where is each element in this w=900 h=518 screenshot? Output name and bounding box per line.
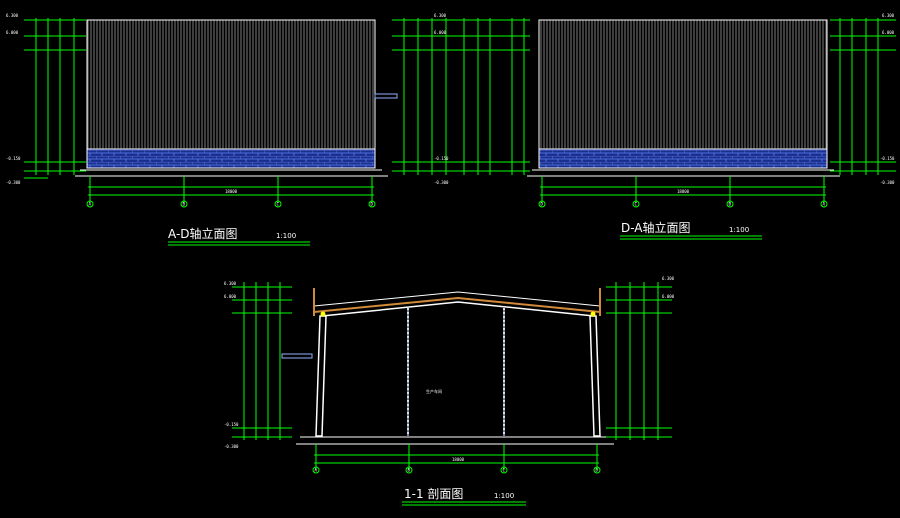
dimension-text: 18000 [677,189,690,194]
axis-bubble: B [726,200,734,208]
elevation-ad-scale: 1:100 [276,232,296,240]
level-label: 6.000 [434,30,447,35]
elevation-ad-left-dimensions [24,18,86,179]
section-bottom-dimensions [314,444,599,470]
column-marker [590,311,596,317]
wall-cladding [86,19,376,150]
axis-bubble: D [538,200,546,208]
level-label: 6.300 [882,13,895,18]
axis-bubble: C [632,200,640,208]
level-label: 6.300 [224,281,237,286]
section-scale: 1:100 [494,492,514,500]
axis-bubble: D [368,200,376,208]
svg-text:D: D [541,202,544,207]
svg-text:B: B [408,468,411,473]
axis-bubble: C [500,466,508,474]
svg-text:C: C [635,202,638,207]
section-1-1: 6.300 6.000 -0.150 -0.300 生产车间 [224,276,675,506]
elevation-da-right-dimensions [830,18,896,175]
canopy [374,93,398,99]
svg-text:D: D [371,202,374,207]
axis-bubble: D [593,466,601,474]
level-label: 6.000 [882,30,895,35]
middle-dimensions [392,18,530,175]
elevation-da-scale: 1:100 [729,226,749,234]
column-right [589,315,601,437]
dimension-text: 18000 [452,457,465,462]
roof-truss-top [313,291,601,307]
brick-base [538,148,828,169]
dimension-text: 18000 [225,189,238,194]
axis-bubble: A [86,200,94,208]
elevation-da-bottom-dimensions [540,176,826,203]
elevation-da-title: D-A轴立面图 [621,220,691,235]
level-label: -0.150 [880,156,895,161]
svg-text:A: A [823,202,826,207]
column-left [315,315,327,437]
axis-bubble: A [820,200,828,208]
elevation-ad-bottom-dimensions [88,176,374,203]
axis-bubble: A [312,466,320,474]
roof-line [313,296,601,313]
level-label: 6.300 [434,13,447,18]
rafter [321,301,595,317]
section-right-dimensions [606,282,672,440]
axis-bubble: C [274,200,282,208]
level-label: -0.150 [224,422,239,427]
section-title: 1-1 剖面图 [404,487,463,501]
elevation-ad: 6.300 6.000 -0.150 -0.300 18000 A B C D … [6,13,398,246]
level-label: -0.150 [6,156,21,161]
svg-text:C: C [277,202,280,207]
level-label: -0.300 [880,180,895,185]
level-label: -0.300 [6,180,21,185]
room-label: 生产车间 [426,388,442,394]
level-label: -0.300 [224,444,239,449]
wall-cladding [538,19,828,150]
svg-text:A: A [315,468,318,473]
svg-text:C: C [503,468,506,473]
level-label: 6.300 [662,276,675,281]
brick-base [86,148,376,169]
canopy [281,353,313,359]
svg-text:A: A [89,202,92,207]
svg-text:D: D [596,468,599,473]
section-left-dimensions [232,282,292,440]
svg-text:B: B [729,202,732,207]
level-label: -0.300 [434,180,449,185]
axis-bubble: B [405,466,413,474]
elevation-ad-title: A-D轴立面图 [168,226,238,241]
axis-bubble: B [180,200,188,208]
level-label: -0.150 [434,156,449,161]
level-label: 6.300 [6,13,19,18]
level-label: 6.000 [662,294,675,299]
svg-text:B: B [183,202,186,207]
level-label: 6.000 [6,30,19,35]
level-label: 6.000 [224,294,237,299]
elevation-da: 6.300 6.000 -0.150 -0.300 18000 D C B A … [527,13,896,240]
column-marker [320,311,326,317]
